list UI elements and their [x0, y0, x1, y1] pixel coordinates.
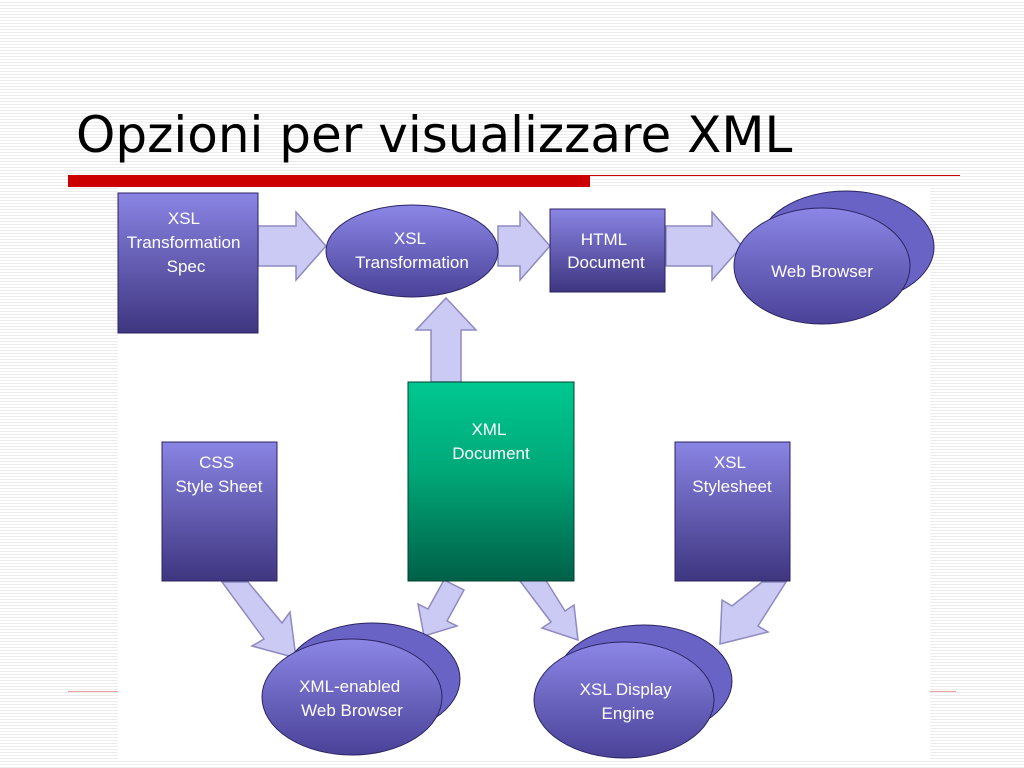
arrow-stylesheet-to-display-engine [719, 581, 788, 645]
html-document-box [549, 208, 666, 293]
xml-enabled-browser-ellipse [261, 622, 461, 756]
xsl-transformation-label-line-1: XSL [394, 229, 426, 248]
arrow-transformation-to-html [497, 210, 552, 282]
xml-document-label: XML Document [452, 420, 530, 463]
web-browser-label: Web Browser [771, 262, 873, 281]
footer-rule-left [68, 691, 120, 692]
css-style-sheet-box [161, 441, 278, 582]
xml-document-label-line-1: XML [471, 420, 506, 439]
arrow-css-to-xml-browser [220, 581, 297, 660]
xsl-spec-label-line-2: Transformation [127, 233, 241, 252]
html-document-label-line-2: Document [567, 253, 645, 272]
arrow-html-to-browser [665, 210, 744, 282]
xml-enabled-browser-label: XML-enabled Web Browser [299, 677, 405, 720]
title-underline-thin [590, 175, 960, 176]
xsl-display-engine-ellipse [533, 624, 733, 759]
css-style-sheet-label-line-2: Style Sheet [176, 477, 263, 496]
xsl-spec-label-line-1: XSL [168, 209, 200, 228]
xml-document-label-line-2: Document [452, 444, 530, 463]
xsl-transformation-ellipse [325, 204, 499, 298]
xsl-transformation-label-line-2: Transformation [355, 253, 469, 272]
xsl-display-engine-label: XSL Display Engine [580, 680, 677, 723]
footer-rule-right [930, 691, 956, 692]
xsl-stylesheet-label: XSL Stylesheet [692, 453, 772, 496]
html-document-label-line-1: HTML [581, 230, 627, 249]
slide-title: Opzioni per visualizzare XML [76, 106, 793, 164]
xsl-spec-label: XSL Transformation Spec [127, 209, 245, 276]
xsl-transformation-label: XSL Transformation [355, 229, 469, 272]
xsl-display-engine-label-line-1: XSL Display [580, 680, 672, 699]
arrow-spec-to-transformation [257, 210, 328, 282]
xsl-display-engine-label-line-2: Engine [602, 704, 655, 723]
xsl-spec-label-line-3: Spec [167, 257, 206, 276]
arrow-xml-to-transformation [414, 296, 478, 383]
web-browser-ellipse [733, 190, 935, 325]
html-document-label: HTML Document [567, 230, 645, 272]
arrow-xml-to-xml-browser [416, 579, 466, 637]
xsl-stylesheet-label-line-2: Stylesheet [692, 477, 772, 496]
xsl-stylesheet-box [674, 441, 791, 582]
title-underline-thick [68, 175, 590, 187]
xml-enabled-browser-label-line-1: XML-enabled [299, 677, 400, 696]
css-style-sheet-label: CSS Style Sheet [176, 453, 263, 496]
web-browser-label-line-1: Web Browser [771, 262, 873, 281]
xsl-transformation-spec-box [117, 192, 259, 334]
xml-document-box [407, 381, 575, 582]
xsl-stylesheet-label-line-1: XSL [714, 453, 746, 472]
xml-enabled-browser-label-line-2: Web Browser [301, 701, 403, 720]
css-style-sheet-label-line-1: CSS [199, 453, 234, 472]
